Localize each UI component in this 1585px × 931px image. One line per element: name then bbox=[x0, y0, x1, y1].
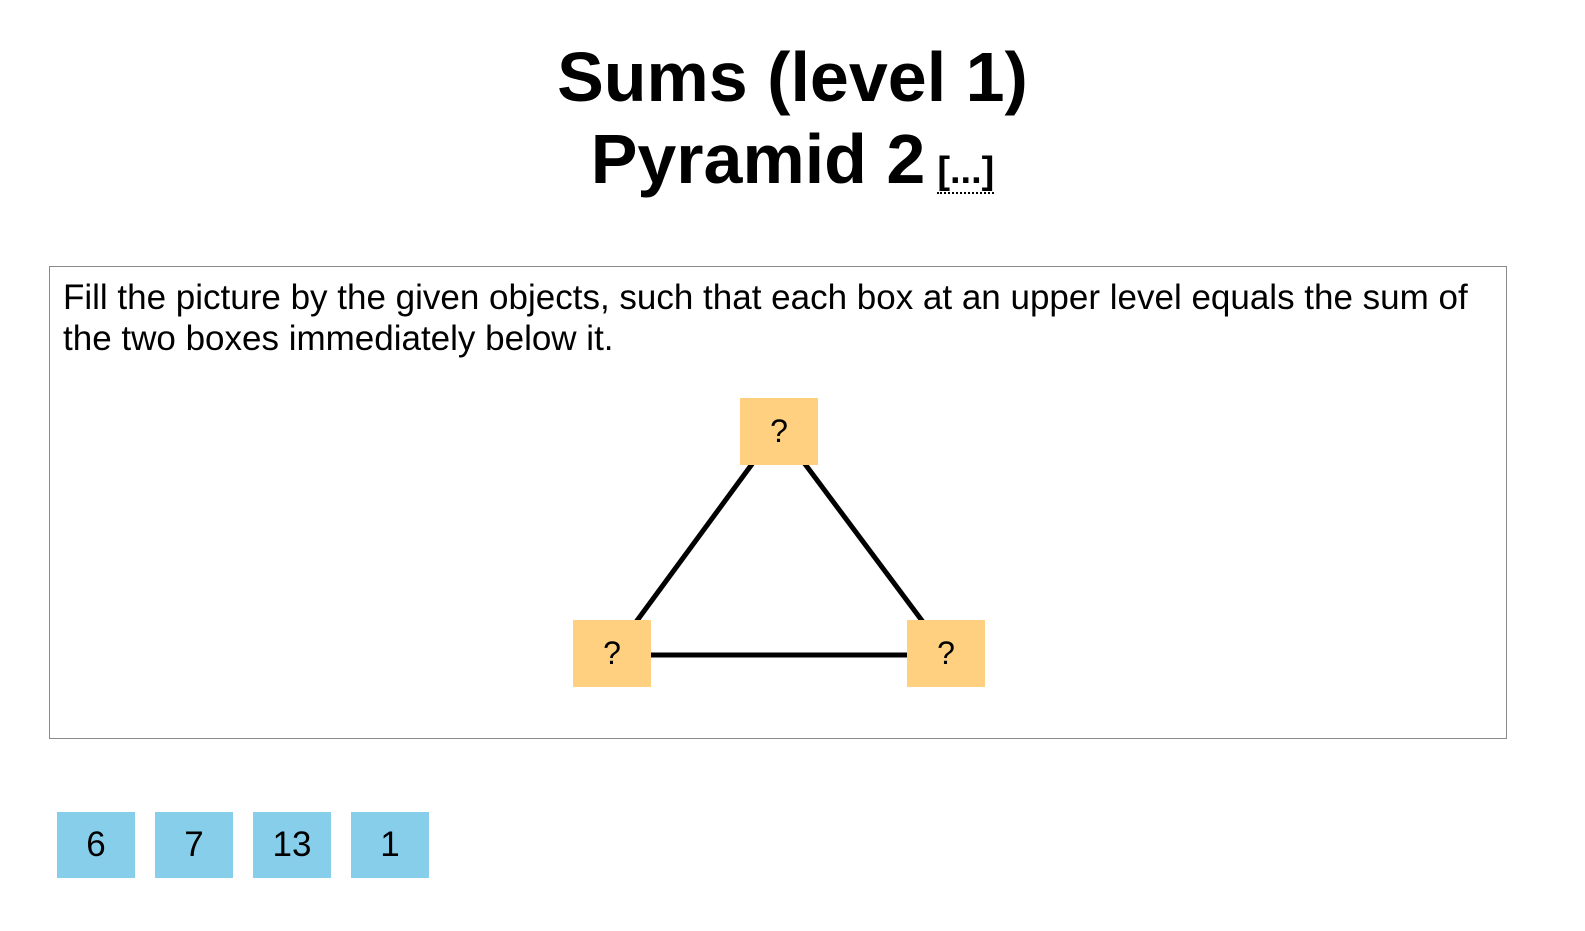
answer-tile[interactable]: 6 bbox=[57, 812, 135, 878]
answer-tile[interactable]: 13 bbox=[253, 812, 331, 878]
edge-top-left bbox=[633, 458, 758, 624]
page-subtitle: Pyramid 2 bbox=[590, 120, 926, 198]
task-instructions: Fill the picture by the given objects, s… bbox=[63, 278, 1468, 358]
pyramid-slot-top[interactable]: ? bbox=[740, 398, 818, 465]
answer-tile[interactable]: 7 bbox=[155, 812, 233, 878]
pyramid-slot-bottom-left[interactable]: ? bbox=[573, 620, 651, 687]
more-info-link[interactable]: [...] bbox=[937, 150, 995, 194]
pyramid-slot-bottom-right[interactable]: ? bbox=[907, 620, 985, 687]
edge-top-right bbox=[799, 458, 926, 624]
pyramid-diagram bbox=[633, 458, 926, 658]
page-title: Sums (level 1) bbox=[557, 38, 1028, 116]
task-panel: Fill the picture by the given objects, s… bbox=[49, 266, 1507, 739]
page-subtitle-line: Pyramid 2[...] bbox=[0, 118, 1585, 200]
answer-tile[interactable]: 1 bbox=[351, 812, 429, 878]
page-header: Sums (level 1) Pyramid 2[...] bbox=[0, 36, 1585, 200]
answer-tiles: 6 7 13 1 bbox=[57, 812, 429, 878]
